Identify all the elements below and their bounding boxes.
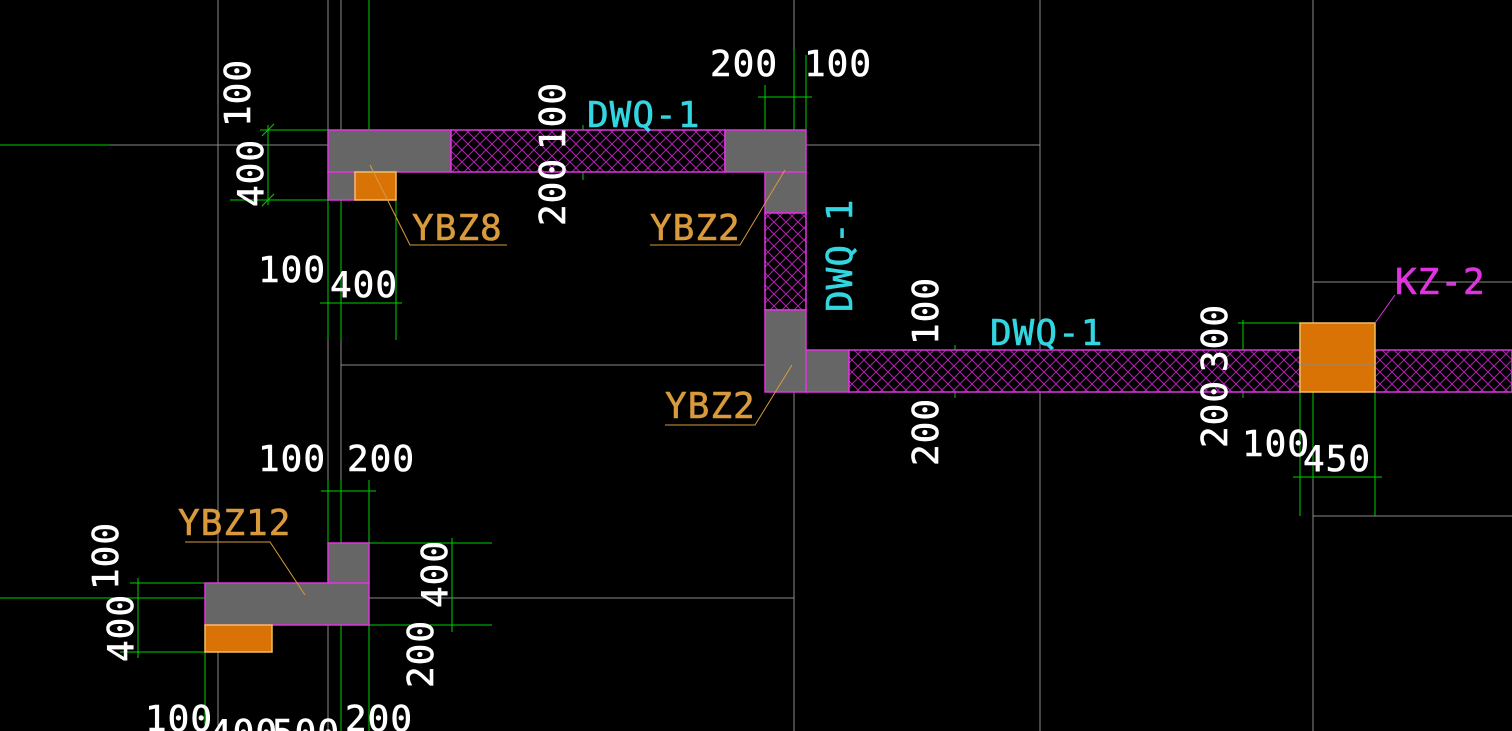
dwq-1-vertical-wall[interactable] xyxy=(764,212,807,311)
dim-text: 200 xyxy=(906,398,947,466)
dim-text: 100 xyxy=(906,277,947,345)
dim-text: 100 xyxy=(1242,424,1310,465)
dim-text: 200 xyxy=(345,699,413,731)
label-dwq-vertical: DWQ-1 xyxy=(820,199,861,312)
dwq-1-top-wall[interactable] xyxy=(450,129,726,173)
dwq-1-right-wall-extension[interactable] xyxy=(1374,349,1512,393)
dim-text: 400 xyxy=(415,540,456,608)
dim-text: 100 xyxy=(258,439,326,480)
label-dwq-top: DWQ-1 xyxy=(587,95,700,136)
label-dwq-right: DWQ-1 xyxy=(990,313,1103,354)
label-ybz2-top: YBZ2 xyxy=(650,208,741,249)
dim-text: 200 xyxy=(533,158,574,226)
label-ybz2-bottom: YBZ2 xyxy=(665,386,756,427)
dim-text: 400 xyxy=(330,265,398,306)
kz-2-column[interactable] xyxy=(1299,322,1376,393)
dim-text: 100 xyxy=(533,82,574,150)
dim-text: 200 xyxy=(710,44,778,85)
dim-text: 500 xyxy=(272,713,340,731)
dimension-text: 200 100 100 400 100 450 100 200 100 400 … xyxy=(86,44,1371,731)
dimension-lines xyxy=(0,0,1382,731)
dim-text: 100 xyxy=(218,59,259,127)
dim-text: 450 xyxy=(1303,439,1371,480)
ybz12-column[interactable] xyxy=(204,542,370,653)
ybz8-column[interactable] xyxy=(327,129,452,201)
dim-text: 100 xyxy=(86,522,127,590)
dim-text: 200 xyxy=(1195,380,1236,448)
ybz2-bottom-column[interactable] xyxy=(764,309,850,393)
dim-text: 400 xyxy=(231,139,272,207)
dim-text: 300 xyxy=(1195,304,1236,372)
label-ybz8: YBZ8 xyxy=(412,208,503,249)
dim-text: 200 xyxy=(347,439,415,480)
dim-text: 100 xyxy=(804,44,872,85)
dim-text: 400 xyxy=(101,594,142,662)
label-ybz12: YBZ12 xyxy=(178,503,291,544)
dim-text: 100 xyxy=(258,250,326,291)
dim-text: 200 xyxy=(401,620,442,688)
label-kz-2: KZ-2 xyxy=(1395,262,1486,303)
dim-text: 100 xyxy=(145,699,213,731)
ybz2-top-column[interactable] xyxy=(724,129,807,214)
label-leaders xyxy=(185,164,1396,596)
dim-text: 400 xyxy=(210,713,278,731)
